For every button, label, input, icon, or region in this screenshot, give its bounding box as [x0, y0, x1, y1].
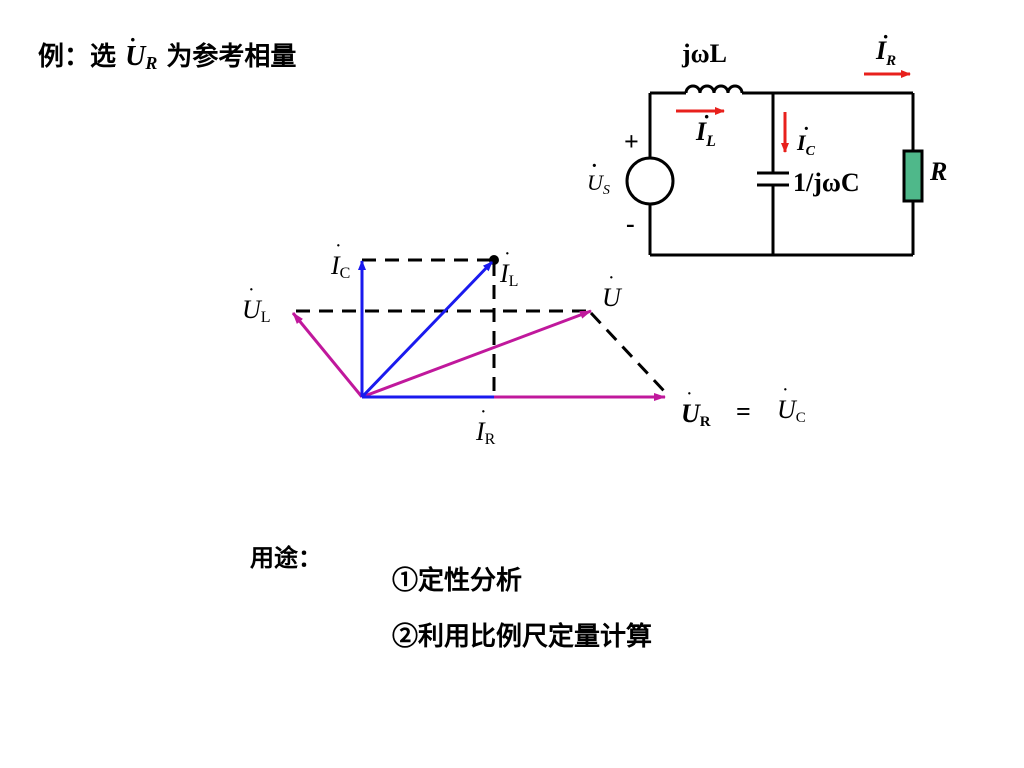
ir-circuit-label: IR: [875, 36, 896, 69]
source-dot: ·: [591, 155, 598, 177]
ir-dot: ·: [882, 24, 889, 49]
phasor-u-arrow: [361, 309, 592, 399]
plus-sign: +: [624, 127, 639, 156]
title-prefix: 例：选: [38, 42, 117, 72]
ic-dot: ·: [803, 118, 810, 140]
minus-sign: -: [626, 209, 635, 238]
slide-title: 例：选 ·UR 为参考相量: [38, 27, 297, 74]
usage-item-quantitative: ②利用比例尺定量计算: [392, 622, 653, 652]
phasor-ic-dot: ·: [335, 235, 342, 257]
resistor-label: R: [929, 157, 947, 186]
il-circuit-label: IL: [695, 117, 716, 150]
phasor-u-label: U: [602, 283, 623, 312]
phasor-ul-dot: ·: [248, 279, 255, 301]
capacitor-label: 1/jωC: [793, 168, 860, 197]
ic-circuit-label: IC: [796, 130, 816, 159]
phasor-ul-arrow: [291, 312, 364, 398]
phasor-ur-label: UR: [681, 399, 711, 430]
phasor-ur-dot: ·: [686, 383, 693, 405]
phasor-equals: =: [736, 397, 751, 426]
inductor-coil: [684, 84, 744, 94]
phasor-ic-label: IC: [330, 251, 350, 282]
resistor-icon: [902, 149, 924, 203]
phasor-u-dot: ·: [608, 267, 615, 289]
title-suffix: 为参考相量: [166, 42, 297, 72]
il-dot: ·: [703, 104, 710, 129]
usage-item-qualitative: ①定性分析: [392, 566, 523, 596]
phasor-ir-dot: ·: [480, 401, 487, 423]
phasor-il-dot: ·: [504, 243, 511, 265]
phasor-uc-dot: ·: [782, 379, 789, 401]
usage-label: 用途：: [250, 543, 322, 572]
phasor-uc-label: UC: [777, 395, 806, 426]
phasor-ul-label: UL: [242, 295, 271, 326]
inductor-label: jωL: [681, 39, 727, 68]
dashed-u-to-ur: [589, 311, 667, 394]
source-label: US: [587, 170, 610, 198]
phasor-ir-label: IR: [475, 417, 496, 448]
phasor-diagram: IC · IL · UL · U · IR · UR · = UC ·: [242, 235, 806, 448]
phasor-il-arrow: [360, 260, 494, 399]
circuit-diagram: [625, 84, 915, 257]
voltage-source-icon: [625, 156, 675, 206]
title-phasor-symbol: ·UR: [125, 27, 158, 73]
phasor-il-label: IL: [499, 259, 518, 290]
